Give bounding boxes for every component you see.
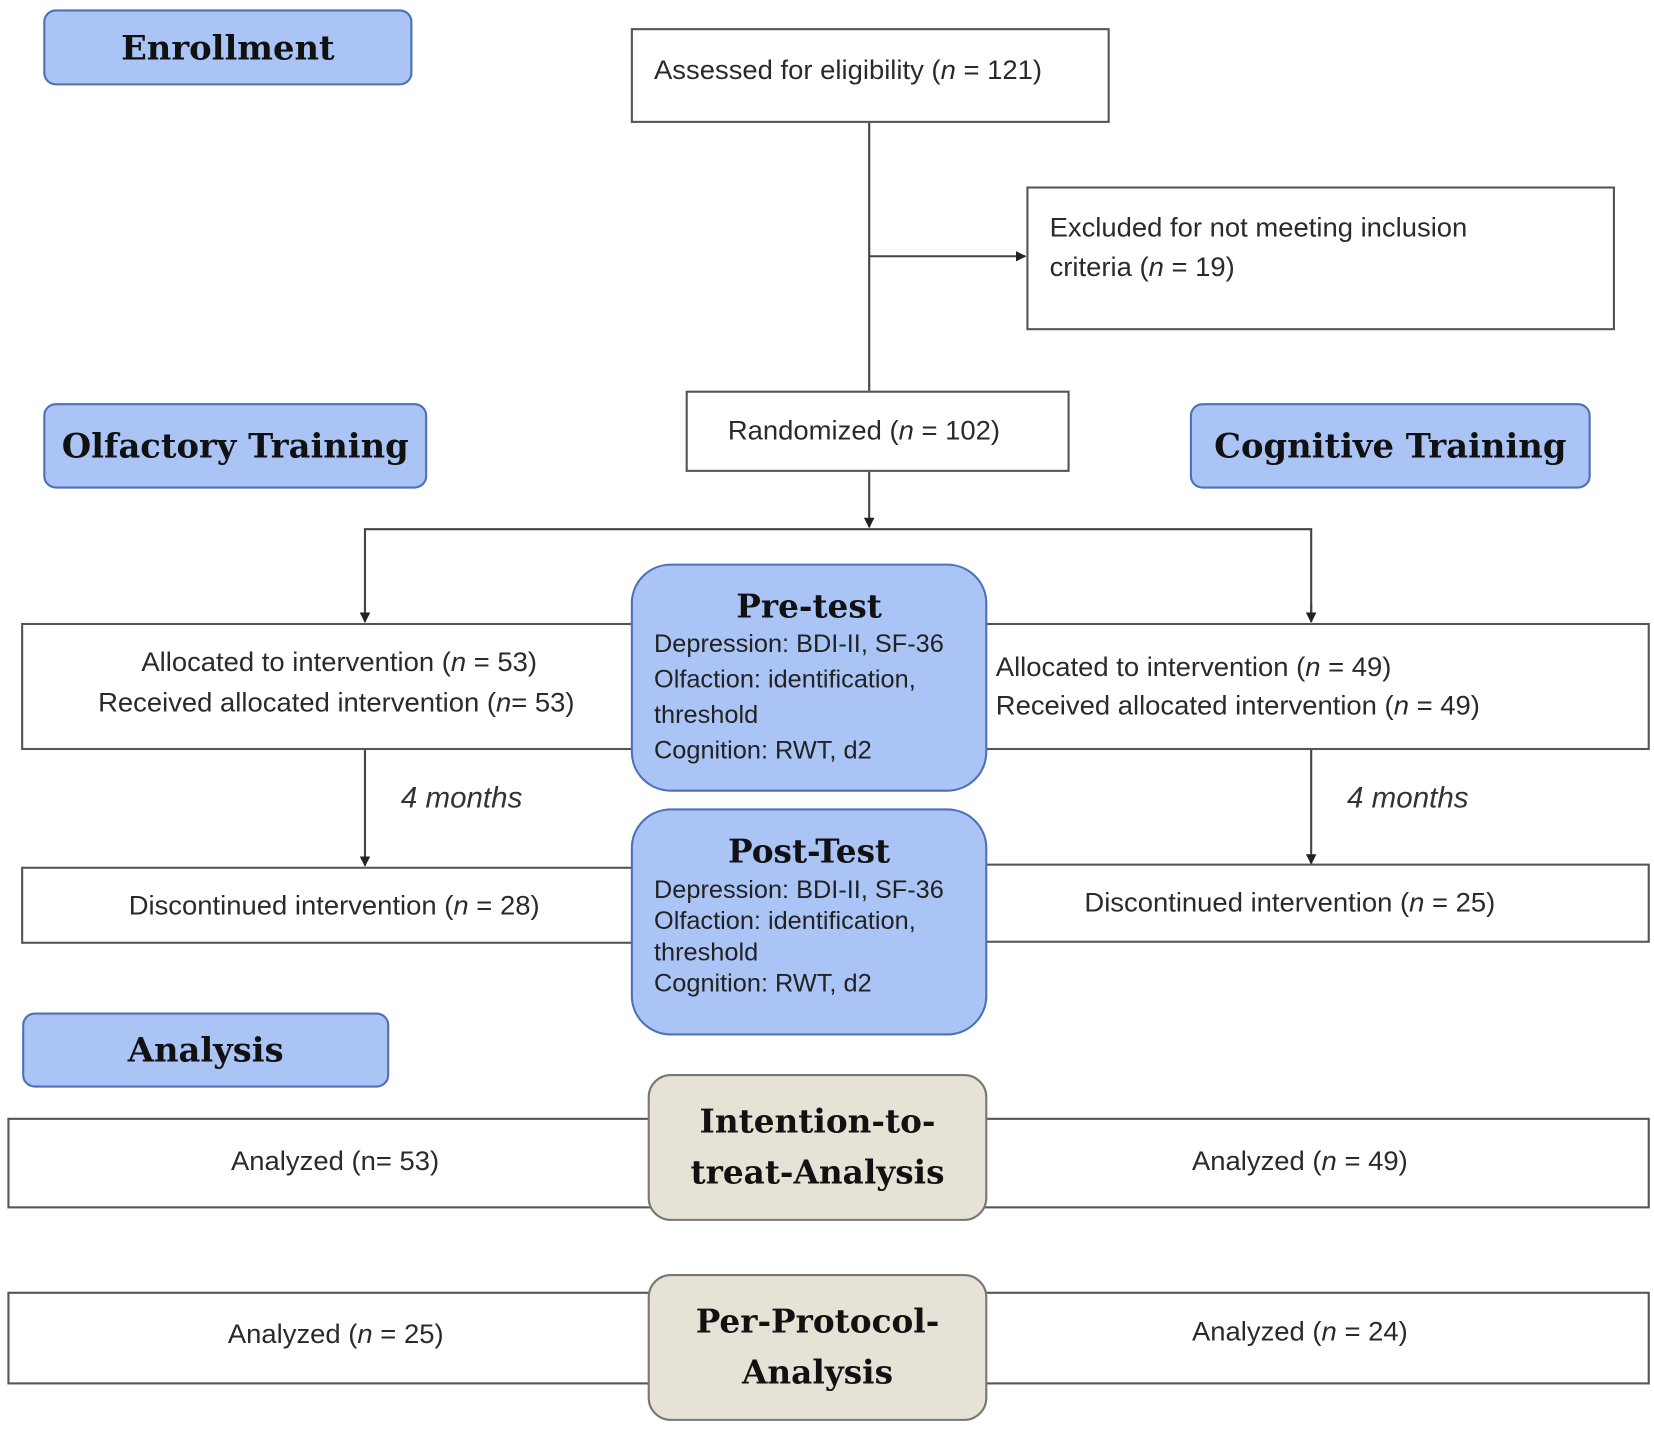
right-received-text: Received allocated intervention (n = 49)	[995, 689, 1480, 721]
right-pp-box: Analyzed (n = 24)	[983, 1291, 1650, 1385]
pretest-title: Pre-test	[736, 588, 882, 627]
left-itt-box: Analyzed (n= 53)	[7, 1117, 653, 1209]
pp-analysis-line2: Analysis	[741, 1353, 893, 1392]
pp-analysis-box: Per-Protocol- Analysis	[647, 1274, 988, 1421]
posttest-title: Post-Test	[728, 833, 891, 871]
right-allocated-text: Allocated to intervention (n = 49)	[995, 651, 1392, 683]
left-4-months-label: 4 months	[400, 781, 523, 814]
assessed-box: Assessed for eligibility (n = 121)	[630, 28, 1110, 123]
right-itt-text: Analyzed (n = 49)	[1191, 1144, 1408, 1177]
right-pp-text: Analyzed (n = 24)	[1191, 1315, 1408, 1347]
split-line	[363, 528, 1313, 621]
right-discontinued-box: Discontinued intervention (n = 25)	[981, 863, 1650, 943]
left-received-text: Received allocated intervention (n= 53)	[98, 686, 575, 718]
left-allocation-box: Allocated to intervention (n = 53) Recei…	[21, 622, 636, 751]
left-pp-box: Analyzed (n = 25)	[7, 1291, 653, 1385]
assessed-text: Assessed for eligibility (n = 121)	[654, 54, 1042, 86]
left-allocated-text: Allocated to intervention (n = 53)	[141, 645, 538, 678]
left-itt-text: Analyzed (n= 53)	[231, 1144, 440, 1177]
pretest-cognition: Cognition: RWT, d2	[654, 736, 872, 765]
left-discontinued-text: Discontinued intervention (n = 28)	[128, 889, 540, 921]
posttest-depression: Depression: BDI-II, SF-36	[654, 876, 944, 905]
right-4-months-label: 4 months	[1347, 781, 1469, 814]
randomized-text: Randomized (n = 102)	[727, 414, 1000, 446]
posttest-box: Post-Test Depression: BDI-II, SF-36 Olfa…	[630, 808, 988, 1036]
pp-analysis-line1: Per-Protocol-	[695, 1303, 940, 1342]
pretest-box: Pre-test Depression: BDI-II, SF-36 Olfac…	[630, 563, 988, 792]
posttest-cognition: Cognition: RWT, d2	[654, 969, 872, 998]
label-olfactory-training: Olfactory Training	[43, 403, 428, 489]
pretest-olfaction: Olfaction: identification,	[654, 665, 916, 694]
posttest-threshold: threshold	[654, 938, 759, 967]
excluded-box: Excluded for not meeting inclusion crite…	[1026, 186, 1615, 331]
label-cognitive-training: Cognitive Training	[1189, 403, 1591, 489]
randomized-box: Randomized (n = 102)	[685, 390, 1070, 472]
right-allocation-box: Allocated to intervention (n = 49) Recei…	[981, 622, 1650, 751]
itt-analysis-line1: Intention-to-	[699, 1103, 936, 1142]
excluded-line1: Excluded for not meeting inclusion	[1049, 211, 1468, 243]
pretest-depression: Depression: BDI-II, SF-36	[654, 630, 944, 659]
right-itt-box: Analyzed (n = 49)	[983, 1117, 1650, 1209]
posttest-olfaction: Olfaction: identification,	[654, 907, 916, 936]
itt-analysis-line2: treat-Analysis	[690, 1153, 945, 1192]
itt-analysis-box: Intention-to- treat-Analysis	[647, 1074, 988, 1221]
left-pp-text: Analyzed (n = 25)	[227, 1317, 444, 1350]
excluded-line2: criteria (n = 19)	[1049, 251, 1235, 283]
right-discontinued-text: Discontinued intervention (n = 25)	[1084, 886, 1496, 918]
left-discontinued-box: Discontinued intervention (n = 28)	[21, 866, 636, 944]
label-enrollment: Enrollment	[43, 9, 413, 86]
label-analysis: Analysis	[22, 1012, 390, 1088]
pretest-threshold: threshold	[654, 701, 759, 730]
